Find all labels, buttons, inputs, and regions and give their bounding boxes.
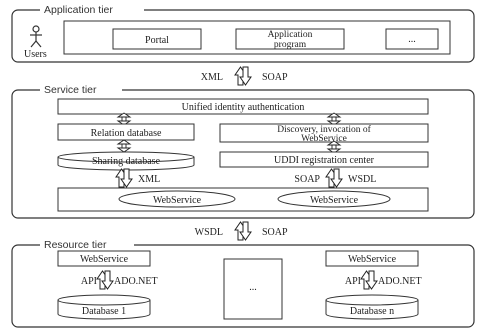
service-xml-label: XML (138, 174, 160, 185)
application-tier-frame (11, 9, 475, 63)
resource-tier: Resource tier WebService API ADO.NET Dat… (11, 239, 475, 328)
arrow-icon (117, 112, 131, 126)
database-n-cylinder (325, 294, 419, 320)
discovery-box (219, 123, 429, 143)
portal-label: Portal (145, 35, 169, 46)
link-service-resource: WSDL SOAP (195, 221, 288, 241)
bidirectional-arrow-icon (325, 168, 343, 188)
link-service-resource-wsdl: WSDL (195, 227, 223, 238)
application-tier-title: Application tier (44, 4, 113, 16)
link-app-service-soap: SOAP (262, 72, 288, 83)
arrow-icon (117, 139, 131, 153)
unified-identity-box (57, 98, 429, 115)
bidirectional-arrow-icon (96, 270, 114, 290)
resource-right-api-label: API (345, 276, 361, 287)
application-program-label-1: Application (268, 30, 313, 40)
app-more-box (385, 28, 439, 50)
relation-database-box (57, 123, 195, 141)
application-program-label-2: program (274, 40, 307, 50)
resource-left-webservice-label: WebService (80, 254, 129, 265)
link-app-service: XML SOAP (201, 66, 288, 86)
application-program-box (235, 28, 345, 50)
service-tier: Service tier Unified identity authentica… (11, 84, 475, 219)
resource-left-api-label: API (81, 276, 97, 287)
application-tier: Application tier Users Portal Applicatio… (11, 4, 475, 63)
database-1-cylinder (57, 294, 151, 320)
resource-tier-frame (11, 244, 475, 328)
uddi-label: UDDI registration center (274, 155, 375, 166)
webservice-2-label: WebService (310, 195, 359, 206)
bidirectional-arrow-icon (115, 168, 133, 188)
arrow-icon (327, 112, 341, 126)
resource-tier-title: Resource tier (44, 239, 107, 251)
resource-left-webservice-box (57, 250, 151, 267)
uddi-box (219, 151, 429, 168)
resource-left-ado-label: ADO.NET (114, 276, 158, 287)
discovery-label-1: Discovery, invocation of (277, 124, 371, 135)
user-icon (30, 25, 42, 48)
database-n-label: Database n (350, 306, 394, 317)
relation-database-label: Relation database (91, 128, 162, 139)
database-1-label: Database 1 (82, 306, 126, 317)
service-tier-frame (11, 89, 475, 219)
bidirectional-arrow-icon (234, 66, 252, 86)
service-tier-title: Service tier (44, 84, 97, 96)
resource-more-box (223, 258, 283, 320)
discovery-label-2: WebService (301, 134, 347, 144)
resource-right-ado-label: ADO.NET (378, 276, 422, 287)
app-more-label: ... (408, 34, 416, 45)
app-layer-box (63, 20, 451, 55)
link-service-resource-soap: SOAP (262, 227, 288, 238)
sharing-database-label: Sharing database (92, 156, 161, 167)
portal-box (112, 28, 202, 50)
service-wsdl-label: WSDL (348, 174, 376, 185)
webservice-ellipse-1 (118, 190, 236, 208)
webservice-layer-box (57, 187, 429, 212)
sharing-database-cylinder (57, 151, 195, 171)
link-app-service-xml: XML (201, 72, 223, 83)
resource-more-label: ... (249, 282, 257, 293)
resource-right-webservice-label: WebService (348, 254, 397, 265)
users-label: Users (24, 49, 47, 60)
webservice-1-label: WebService (153, 195, 202, 206)
service-soap-label: SOAP (294, 174, 320, 185)
unified-identity-label: Unified identity authentication (182, 102, 305, 113)
webservice-ellipse-2 (277, 190, 391, 208)
bidirectional-arrow-icon (234, 221, 252, 241)
bidirectional-arrow-icon (360, 270, 378, 290)
resource-right-webservice-box (325, 250, 419, 267)
